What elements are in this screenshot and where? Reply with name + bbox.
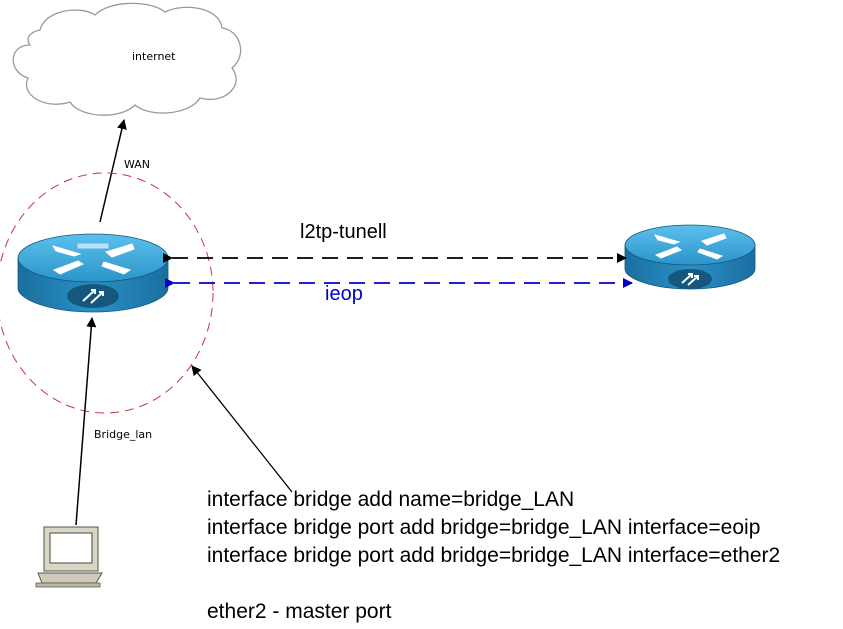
command-line: interface bridge port add bridge=bridge_…	[207, 544, 781, 567]
bridge-lan-label: Bridge_lan	[94, 428, 152, 441]
computer-icon	[35, 526, 103, 588]
command-line: interface bridge port add bridge=bridge_…	[207, 516, 761, 539]
wan-label: WAN	[124, 158, 150, 171]
commands-pointer-arrow	[191, 365, 293, 493]
bridge-circle	[0, 172, 214, 414]
cloud-icon: internet	[12, 2, 242, 116]
master-port-note: ether2 - master port	[207, 600, 392, 623]
command-block: interface bridge add name=bridge_LAN int…	[207, 486, 780, 626]
wan-link	[99, 119, 127, 223]
l2tp-tunnel-label: l2tp-tunell	[300, 221, 387, 243]
router-icon	[17, 233, 169, 313]
eoip-tunnel-label: ieop	[325, 283, 363, 305]
router-icon	[624, 224, 756, 290]
command-line: interface bridge add name=bridge_LAN	[207, 488, 575, 511]
cloud-label: internet	[132, 50, 176, 63]
bridge-lan-link	[75, 317, 97, 526]
